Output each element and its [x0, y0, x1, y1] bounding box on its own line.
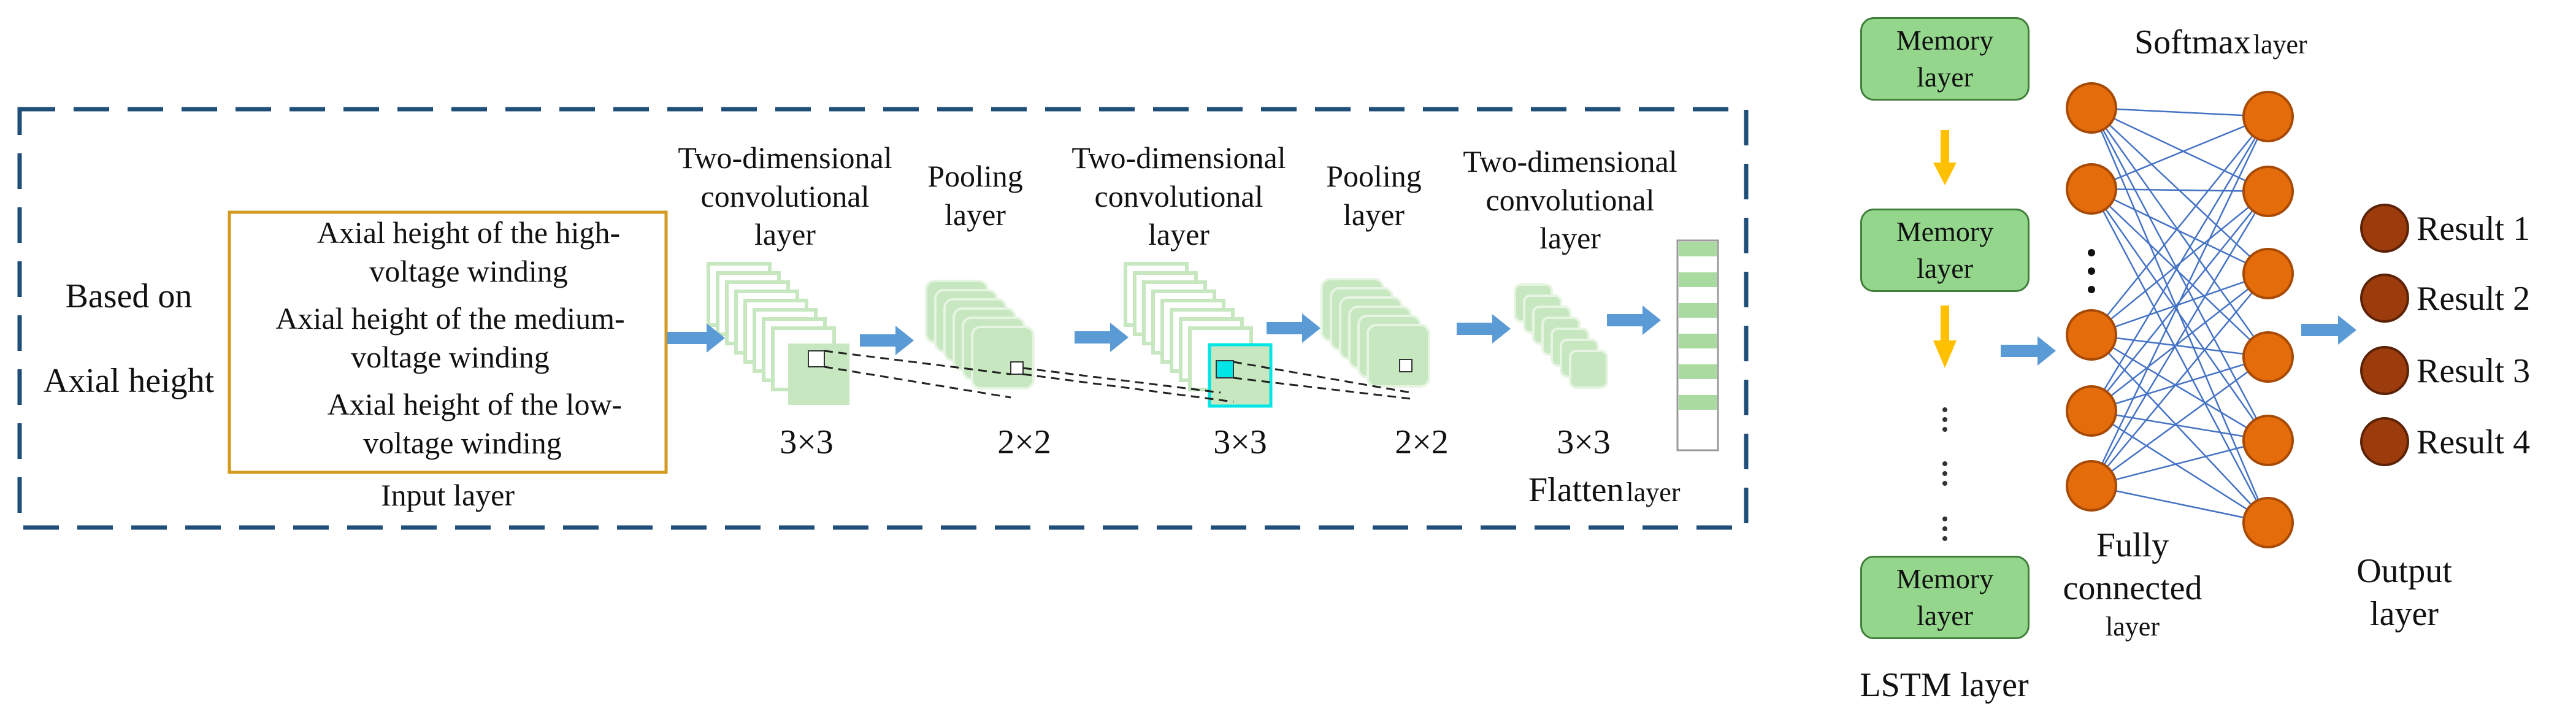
connection-line — [2091, 272, 2269, 336]
result-2-label: Result 2 — [2417, 280, 2531, 318]
result-4-label: Result 4 — [2417, 423, 2531, 461]
connection-line — [2091, 334, 2269, 442]
result-4-marker — [2360, 417, 2409, 466]
input-item-high: Axial height of the high- voltage windin… — [316, 215, 621, 288]
connection-line — [2091, 356, 2269, 412]
result-1-label: Result 1 — [2417, 210, 2531, 248]
input-layer-box — [228, 210, 668, 474]
lstm-layer-label: LSTM layer — [1860, 666, 2029, 704]
input-item-medium: Axial height of the medium- voltage wind… — [275, 301, 625, 374]
connection-line — [2090, 116, 2269, 486]
result-3-label: Result 3 — [2417, 352, 2531, 390]
pool1-feature-maps — [925, 280, 1035, 390]
lstm-ellipsis — [1942, 407, 1947, 541]
fully-connected-label: Fully connected layer — [2063, 526, 2202, 642]
connection-line — [2091, 334, 2269, 523]
softmax-neuron-3 — [2242, 248, 2294, 299]
flatten-layer-label: Flatten layer — [1528, 471, 1681, 509]
conv3-feature-maps — [1514, 283, 1608, 389]
based-on-label: Based on — [65, 277, 193, 315]
flow-arrows — [667, 305, 2356, 366]
connection-line — [2091, 188, 2269, 193]
dense-ellipsis — [2088, 249, 2095, 293]
connection-line — [2090, 107, 2269, 441]
connection-line — [2091, 273, 2269, 486]
softmax-neuron-1 — [2242, 91, 2294, 142]
result-1-marker — [2360, 204, 2409, 253]
fc-neuron-5 — [2066, 460, 2117, 512]
connection-line — [2091, 115, 2269, 190]
connection-line — [2090, 188, 2269, 441]
connection-line — [2091, 188, 2269, 275]
output-neurons — [2360, 204, 2409, 466]
neurons — [2066, 82, 2294, 548]
connection-line — [2091, 356, 2269, 487]
fc-neuron-1 — [2066, 82, 2117, 134]
connection-line — [2090, 188, 2269, 523]
connection-line — [2091, 273, 2269, 412]
softmax-neuron-2 — [2242, 166, 2294, 217]
kernel2-label: 2×2 — [997, 423, 1051, 461]
connection-line — [2090, 116, 2269, 412]
result-2-marker — [2360, 274, 2409, 323]
softmax-layer-label: Softmax layer — [2134, 23, 2307, 61]
cnn-frame — [17, 107, 1749, 530]
dense-connections — [2090, 107, 2269, 524]
connection-line — [2091, 107, 2269, 118]
kernel5-label: 3×3 — [1557, 423, 1611, 461]
input-item-low: Axial height of the low- voltage winding — [327, 387, 623, 460]
connection-line — [2090, 107, 2269, 358]
kernel4-label: 2×2 — [1395, 423, 1449, 461]
softmax-neuron-6 — [2242, 497, 2294, 548]
fc-neuron-2 — [2066, 163, 2117, 215]
softmax-neuron-4 — [2242, 331, 2294, 383]
softmax-neuron-5 — [2242, 415, 2294, 466]
connection-line — [2091, 485, 2269, 524]
memory-arrows — [1933, 130, 1957, 368]
input-layer-label: Input layer — [381, 478, 515, 512]
kernel1-label: 3×3 — [780, 423, 834, 461]
projection-lines — [824, 350, 1411, 403]
conv1-feature-maps — [707, 262, 849, 405]
result-3-marker — [2360, 346, 2409, 395]
fc-neuron-4 — [2066, 385, 2117, 437]
fc-neuron-3 — [2066, 309, 2117, 361]
connection-line — [2091, 410, 2269, 524]
connection-line — [2091, 116, 2269, 336]
connection-line — [2091, 439, 2269, 487]
connection-line — [2090, 191, 2269, 486]
connection-line — [2091, 334, 2269, 358]
kernel3-label: 3×3 — [1213, 423, 1267, 461]
connection-line — [2091, 188, 2269, 358]
axial-height-label: Axial height — [43, 362, 215, 400]
pool2-feature-maps — [1321, 278, 1430, 388]
connection-line — [2091, 410, 2269, 442]
conv2-feature-maps — [1124, 262, 1273, 408]
flatten-vector — [1676, 239, 1719, 451]
